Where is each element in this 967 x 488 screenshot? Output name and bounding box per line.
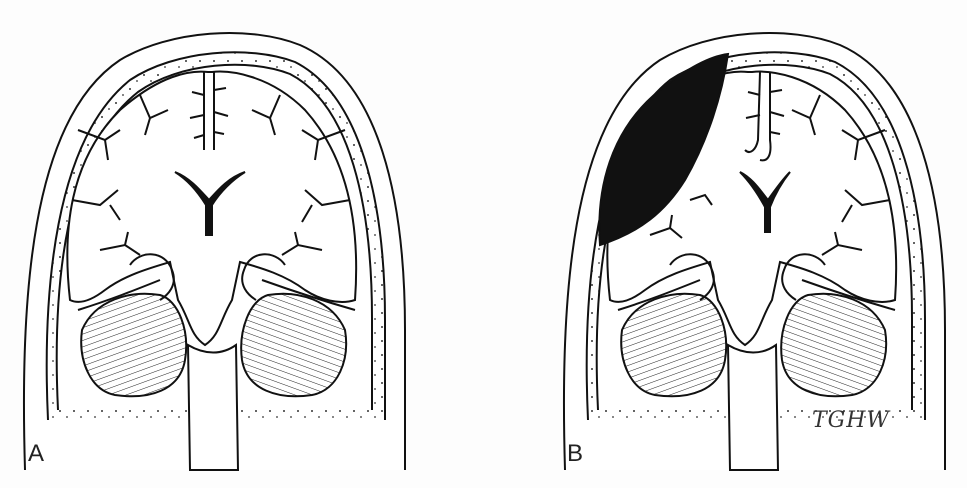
panel-a — [24, 33, 405, 470]
artist-signature: TGHW — [812, 408, 890, 433]
brainstem-b — [728, 345, 778, 470]
cerebellum-left — [81, 294, 186, 396]
panel-label-a: A — [28, 440, 44, 468]
panel-b — [564, 33, 945, 470]
cerebellum-right-b — [781, 294, 886, 396]
cerebellum-left-b — [621, 294, 726, 396]
brainstem — [188, 345, 238, 470]
cerebellum-right — [241, 294, 346, 396]
panel-label-b: B — [567, 440, 583, 468]
